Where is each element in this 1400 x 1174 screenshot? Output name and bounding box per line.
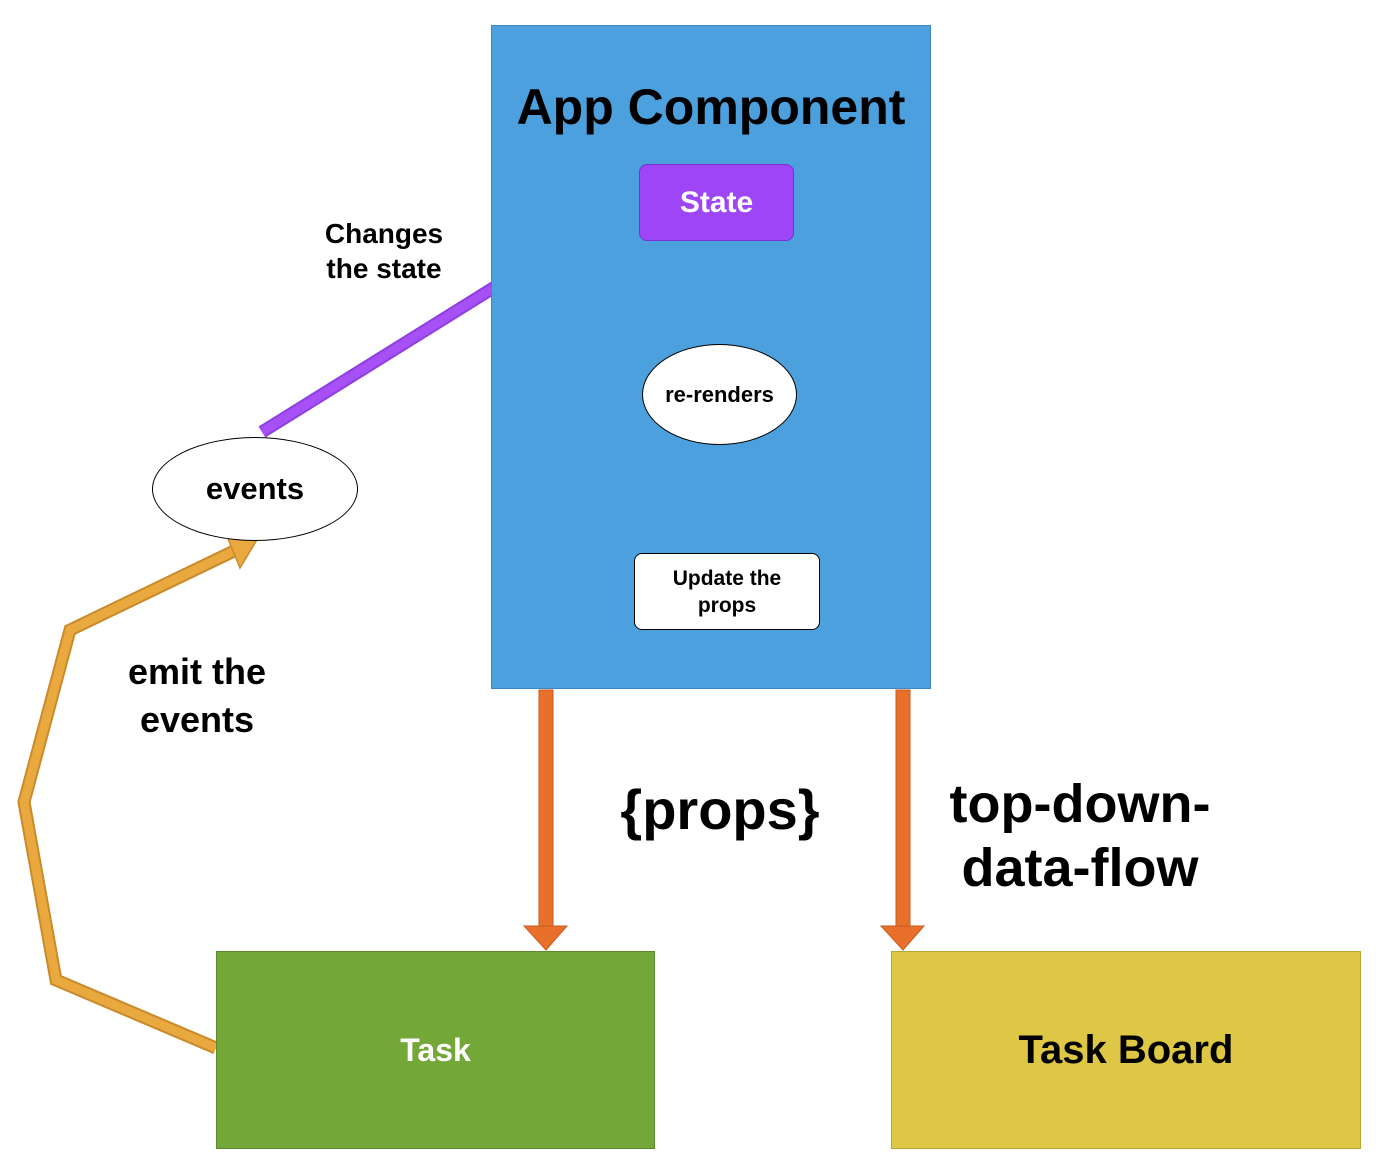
top-down-data-flow-label: top-down-data-flow (949, 774, 1211, 898)
events-node: events (152, 437, 358, 541)
task-board-label: Task Board (1018, 1027, 1234, 1072)
events-label: events (205, 471, 305, 506)
update-props-label: Update the props (672, 566, 782, 617)
rerenders-node: re-renders (642, 344, 797, 445)
emit-events-label: emit the events (127, 651, 267, 740)
app-to-taskboard-arrow (879, 689, 926, 951)
changes-state-label: Changes the state (324, 218, 444, 284)
task-node: Task (216, 951, 655, 1149)
props-label: {props} (620, 778, 820, 841)
task-board-node: Task Board (891, 951, 1361, 1149)
state-label: State (679, 185, 754, 219)
app-component-title: App Component (516, 79, 906, 135)
rerenders-label: re-renders (665, 381, 774, 407)
task-label: Task (400, 1031, 471, 1068)
app-to-task-arrow (522, 689, 569, 951)
state-node: State (639, 164, 794, 241)
update-props-node: Update the props (634, 553, 820, 630)
